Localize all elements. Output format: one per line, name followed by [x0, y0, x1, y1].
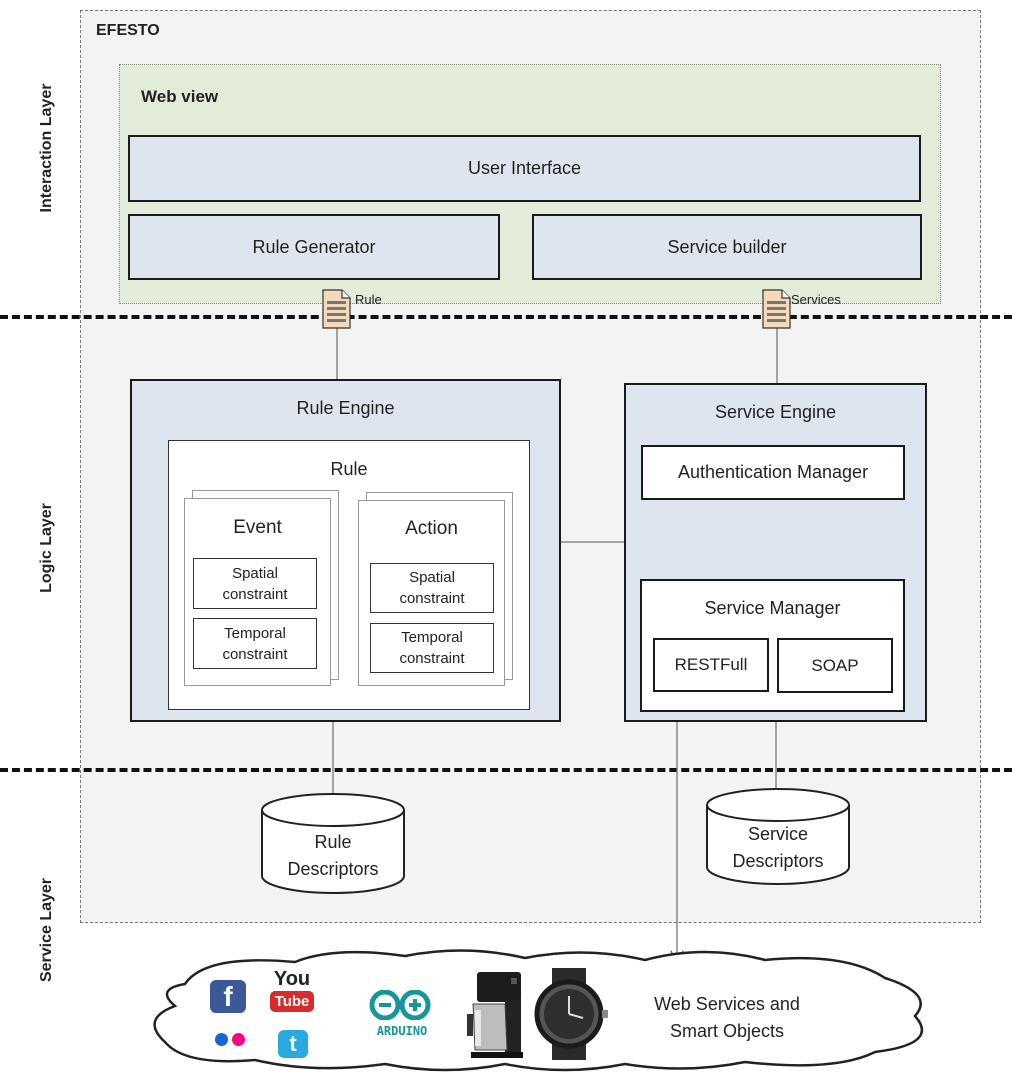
service-manager-title: Service Manager [704, 598, 841, 618]
efesto-title: EFESTO [96, 22, 160, 39]
arduino-label: ARDUINO [376, 1024, 428, 1038]
action-spatial-line2: constraint [399, 590, 465, 607]
event-temporal-line1: Temporal [224, 624, 286, 642]
youtube-logo: You Tube [270, 968, 314, 1020]
smart-watch-icon [534, 968, 608, 1060]
event-temporal-constraint: Temporal constraint [193, 618, 317, 669]
rule-engine-title: Rule Engine [296, 398, 395, 418]
action-spatial-constraint: Spatial constraint [370, 563, 494, 613]
rule-document-icon [322, 289, 351, 329]
logic-layer-label: Logic Layer [38, 503, 55, 593]
service-builder-box: Service builder [532, 214, 922, 280]
flickr-icon [215, 1033, 255, 1047]
service-descriptors-label: Service Descriptors [705, 820, 851, 876]
user-interface-box: User Interface [128, 135, 921, 202]
youtube-tube: Tube [270, 991, 314, 1012]
cloud-label: Web Services and Smart Objects [622, 990, 832, 1046]
rule-descriptors-cylinder [261, 793, 405, 894]
separator-interaction-logic [0, 315, 1012, 319]
authentication-manager-box: Authentication Manager [641, 445, 905, 500]
rule-descriptors-label: Rule Descriptors [260, 828, 406, 884]
web-view-title: Web view [141, 87, 219, 106]
cloud-line1: Web Services and [654, 994, 800, 1014]
action-temporal-line2: constraint [399, 650, 465, 667]
rule-descriptors-line2: Descriptors [287, 859, 379, 879]
event-title: Event [233, 517, 282, 538]
coffee-maker-icon [467, 972, 523, 1058]
cloud-line2: Smart Objects [669, 1021, 785, 1041]
twitter-icon: t [278, 1030, 308, 1058]
rule-title: Rule [330, 459, 368, 479]
rule-generator-box: Rule Generator [128, 214, 500, 280]
event-spatial-line2: constraint [222, 585, 288, 603]
event-spatial-constraint: Spatial constraint [193, 558, 317, 609]
service-descriptors-cylinder [706, 788, 850, 885]
facebook-icon: f [210, 980, 246, 1013]
rule-doc-label: Rule [355, 292, 382, 307]
arduino-logo-icon [369, 990, 431, 1020]
action-spatial-line1: Spatial [409, 569, 455, 586]
services-doc-label: Services [791, 292, 841, 307]
event-temporal-line2: constraint [222, 645, 288, 663]
service-engine-title: Service Engine [714, 402, 837, 422]
action-title: Action [405, 518, 458, 539]
service-descriptors-line1: Service [747, 824, 809, 844]
action-temporal-line1: Temporal [401, 629, 463, 646]
youtube-you: You [273, 968, 311, 990]
services-document-icon [762, 289, 791, 329]
interaction-layer-label: Interaction Layer [38, 83, 55, 213]
rule-descriptors-line1: Rule [314, 832, 352, 852]
service-descriptors-line2: Descriptors [732, 851, 824, 871]
restfull-box: RESTFull [653, 638, 769, 692]
action-temporal-constraint: Temporal constraint [370, 623, 494, 673]
separator-logic-service [0, 768, 1012, 772]
event-spatial-line1: Spatial [232, 564, 278, 582]
soap-box: SOAP [777, 638, 893, 693]
service-layer-label: Service Layer [38, 877, 55, 983]
